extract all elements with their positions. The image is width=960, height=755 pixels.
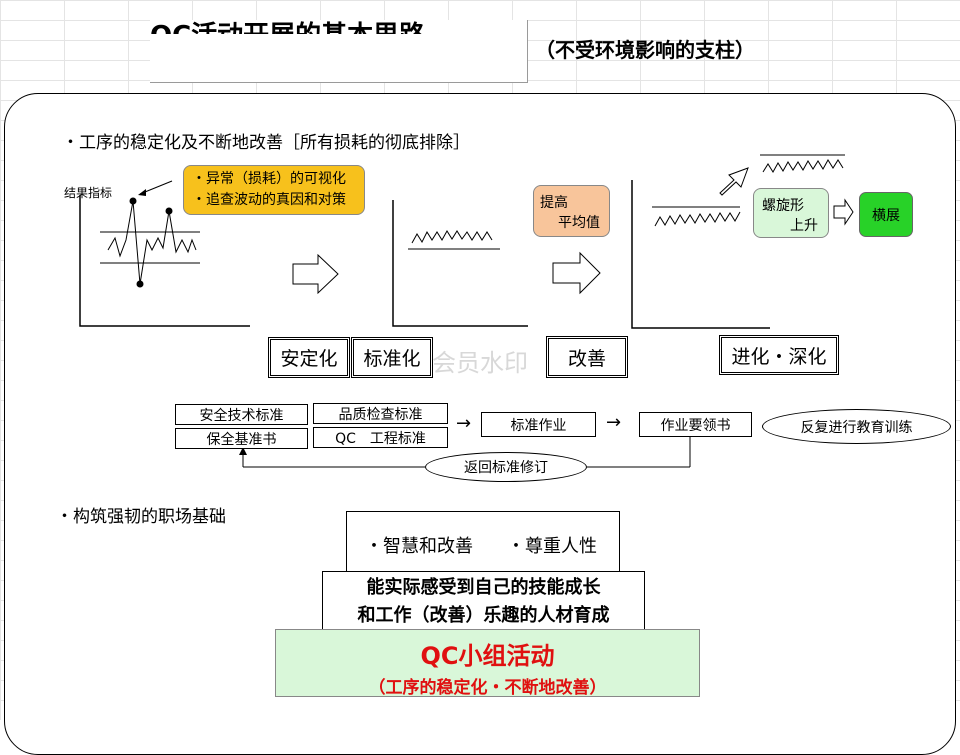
callout-line-2: ・追查波动的真因和对策 — [192, 192, 346, 208]
respect-humanity-text: ・尊重人性 — [507, 536, 597, 557]
diagonal-hollow-arrow — [719, 167, 749, 196]
chart3-signal — [654, 211, 741, 227]
spiral-rise-box: 螺旋形 上升 — [753, 188, 829, 238]
stage-evolution: 进化・深化 — [719, 335, 839, 375]
qc-title: QC小组活动 — [420, 642, 555, 670]
chart3-top-signal — [762, 159, 844, 173]
talent-line-2: 和工作（改善）乐趣的人材育成 — [357, 605, 610, 626]
stage-stabilization: 安定化 — [268, 337, 350, 378]
safety-standard-box: 安全技术标准 — [175, 404, 308, 425]
qc-circle-box: QC小组活动 （工序的稳定化・不断地改善） — [275, 629, 700, 698]
spiral-line-2: 上升 — [790, 218, 818, 234]
revise-standard-oval: 返回标准修订 — [425, 452, 587, 482]
diagram-lines — [79, 154, 854, 468]
callout-line-1: ・异常（损耗）的可视化 — [192, 171, 346, 187]
title-cell — [150, 20, 528, 83]
stage-improvement: 改善 — [546, 336, 628, 378]
raise-average-box: 提高 平均值 — [533, 185, 610, 237]
work-manual-box: 作业要领书 — [639, 412, 752, 437]
watermark: 会员水印 — [432, 349, 528, 377]
chart1-point-mid — [165, 207, 173, 215]
chart1-point-low — [136, 280, 144, 288]
chart1-point-high — [129, 197, 137, 205]
small-hollow-arrow — [833, 198, 854, 226]
section-label-stabilization: ・工序的稳定化及不断地改善［所有损耗的彻底排除］ — [62, 133, 470, 153]
pyramid-middle-box: 能实际感受到自己的技能成长 和工作（改善）乐趣的人材育成 — [322, 571, 645, 631]
standard-work-box: 标准作业 — [481, 412, 596, 437]
flow-arrow-1: → — [456, 413, 472, 434]
pyramid-top-box: ・智慧和改善 ・尊重人性 — [346, 511, 620, 573]
chart1-axes — [79, 195, 250, 327]
raise-line-1: 提高 — [540, 195, 568, 211]
raise-line-2: 平均值 — [558, 215, 600, 231]
page-subtitle: （不受环境影响的支柱） — [535, 38, 755, 62]
qc-process-box: QC 工程标准 — [313, 427, 448, 448]
horizontal-expansion-box: 横展 — [859, 192, 913, 237]
hollow-arrow-2 — [552, 251, 601, 295]
wisdom-improvement-text: ・智慧和改善 — [365, 536, 473, 557]
maintenance-standard-box: 保全基准书 — [175, 428, 308, 449]
chart1-label: 结果指标 — [64, 186, 113, 200]
chart2-signal — [411, 230, 493, 244]
section-label-foundation: ・构筑强韧的职场基础 — [56, 507, 226, 527]
chart3-axes — [631, 180, 770, 329]
qc-subtitle: （工序的稳定化・不断地改善） — [368, 678, 607, 698]
education-oval: 反复进行教育训练 — [762, 409, 951, 444]
talent-line-1: 能实际感受到自己的技能成长 — [366, 577, 601, 598]
chart1-signal — [107, 200, 197, 285]
chart2-axes — [392, 200, 528, 327]
page-title: QC活动开展的基本思路 — [150, 14, 530, 34]
stage-standardization: 标准化 — [351, 337, 433, 378]
quality-inspection-box: 品质检查标准 — [313, 403, 448, 424]
visualization-callout: ・异常（损耗）的可视化 ・追查波动的真因和对策 — [183, 165, 365, 215]
hollow-arrow-1 — [292, 253, 339, 295]
spiral-line-1: 螺旋形 — [762, 198, 804, 214]
flow-arrow-2: → — [606, 412, 622, 433]
